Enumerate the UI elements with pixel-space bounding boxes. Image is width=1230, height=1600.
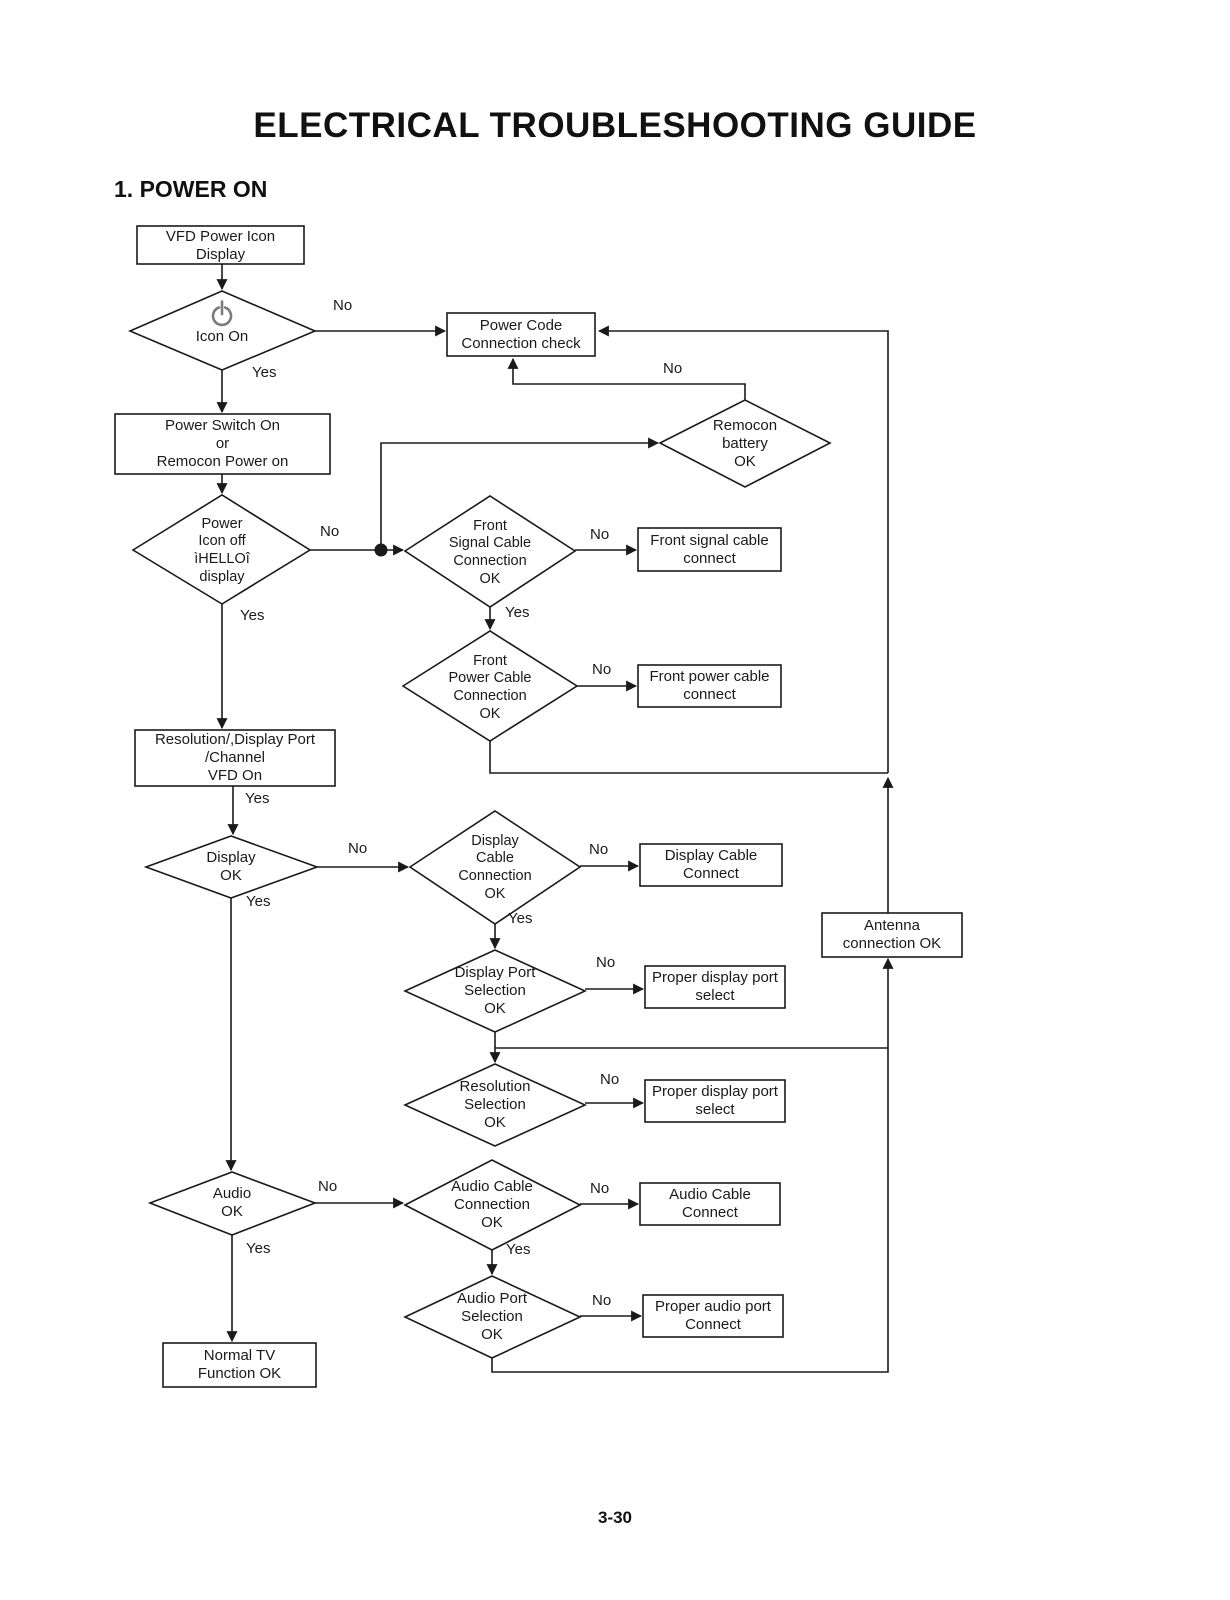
label-yes-display-cable: Yes <box>508 910 533 927</box>
edge-junction-to-remocon <box>380 437 660 550</box>
label-yes-icon-on: Yes <box>252 364 277 381</box>
label-yes-audio-cable: Yes <box>506 1241 531 1258</box>
audio-ok-diamond <box>147 1171 318 1236</box>
proper-display-port-select-box-2 <box>644 1079 786 1123</box>
power-switch-label: Power Switch On or Remocon Power on <box>156 417 289 470</box>
label-no-display-cable: No <box>589 841 609 858</box>
label-no-resolution-sel: No <box>600 1071 620 1088</box>
label-yes-display-ok: Yes <box>246 893 271 910</box>
display-port-diamond <box>403 949 587 1033</box>
vfd-power-icon-label: VFD Power Icon Display <box>165 228 276 263</box>
label-no-audio-ok: No <box>318 1178 338 1195</box>
front-power-connect-label: Front power cable connect <box>649 668 770 703</box>
audio-cable-connect-label: Audio Cable Connect <box>669 1186 751 1221</box>
display-port-label: Display Port Selection OK <box>454 964 536 1017</box>
display-ok-label: Display OK <box>206 849 256 884</box>
front-power-cable-diamond <box>401 630 579 742</box>
remocon-battery-diamond <box>658 399 832 488</box>
proper-display-port-select-label-2: Proper display port select <box>652 1083 778 1118</box>
display-cable-label: Display Cable Connection OK <box>458 832 532 902</box>
proper-audio-port-connect-box <box>642 1294 784 1338</box>
icon-on-label: Icon On <box>195 328 249 345</box>
page-title: ELECTRICAL TROUBLESHOOTING GUIDE <box>253 106 977 145</box>
power-code-check-box <box>446 312 596 357</box>
display-cable-connect-box <box>639 843 783 887</box>
edge-audioport-loop <box>491 957 894 1373</box>
power-switch-box <box>114 413 331 475</box>
power-code-check-label: Power Code Connection check <box>461 317 581 352</box>
front-signal-cable-label: Front Signal Cable Connection OK <box>448 517 532 587</box>
display-ok-diamond <box>143 835 320 899</box>
power-icon <box>211 300 233 327</box>
audio-cable-connect-box <box>639 1182 781 1226</box>
label-no-power-icon-off: No <box>320 523 340 540</box>
label-no-front-signal: No <box>590 526 610 543</box>
label-no-audio-cable: No <box>590 1180 610 1197</box>
audio-port-diamond <box>403 1275 582 1359</box>
edge-frontpower-down <box>489 741 888 774</box>
front-power-cable-label: Front Power Cable Connection OK <box>448 652 532 722</box>
edge-remocon-no <box>507 357 746 400</box>
label-no-display-port: No <box>596 954 616 971</box>
label-yes-resolution-vfd: Yes <box>245 790 270 807</box>
audio-cable-label: Audio Cable Connection OK <box>451 1178 533 1231</box>
label-no-front-power: No <box>592 661 612 678</box>
vfd-power-icon-box <box>136 225 305 265</box>
antenna-connection-label: Antenna connection OK <box>842 917 942 952</box>
section-heading: 1. POWER ON <box>114 176 268 202</box>
label-no-display-ok: No <box>348 840 368 857</box>
icon-on-diamond <box>127 290 318 371</box>
normal-tv-label: Normal TV Function OK <box>197 1347 282 1382</box>
power-icon-off-label: Power Icon off ìHELLOî display <box>194 515 250 585</box>
audio-cable-diamond <box>403 1159 582 1251</box>
junction-dot <box>374 543 388 557</box>
display-cable-connect-label: Display Cable Connect <box>664 847 758 882</box>
proper-display-port-select-box-1 <box>644 965 786 1009</box>
normal-tv-box <box>162 1342 317 1388</box>
label-yes-power-icon-off: Yes <box>240 607 265 624</box>
audio-ok-label: Audio OK <box>212 1185 252 1220</box>
label-no-remocon: No <box>663 360 683 377</box>
resolution-selection-diamond <box>403 1063 587 1147</box>
antenna-connection-box <box>821 912 963 958</box>
edge-loop-to-powercode <box>597 325 889 773</box>
display-cable-diamond <box>408 810 582 925</box>
resolution-vfd-box <box>134 729 336 787</box>
resolution-vfd-label: Resolution/,Display Port /Channel VFD On <box>154 731 316 784</box>
page-number: 3-30 <box>597 1508 633 1527</box>
front-signal-connect-label: Front signal cable connect <box>650 532 769 567</box>
front-signal-cable-diamond <box>403 495 577 608</box>
front-signal-connect-box <box>637 527 782 572</box>
audio-port-label: Audio Port Selection OK <box>456 1290 528 1343</box>
remocon-battery-label: Remocon battery OK <box>712 417 778 470</box>
front-power-connect-box <box>637 664 782 708</box>
label-no-audio-port: No <box>592 1292 612 1309</box>
label-no-icon-on: No <box>333 297 353 314</box>
label-yes-front-signal: Yes <box>505 604 530 621</box>
proper-audio-port-connect-label: Proper audio port Connect <box>655 1298 771 1333</box>
proper-display-port-select-label-1: Proper display port select <box>652 969 778 1004</box>
label-yes-audio-ok: Yes <box>246 1240 271 1257</box>
resolution-selection-label: Resolution Selection OK <box>459 1078 531 1131</box>
power-icon-off-diamond <box>131 494 312 605</box>
